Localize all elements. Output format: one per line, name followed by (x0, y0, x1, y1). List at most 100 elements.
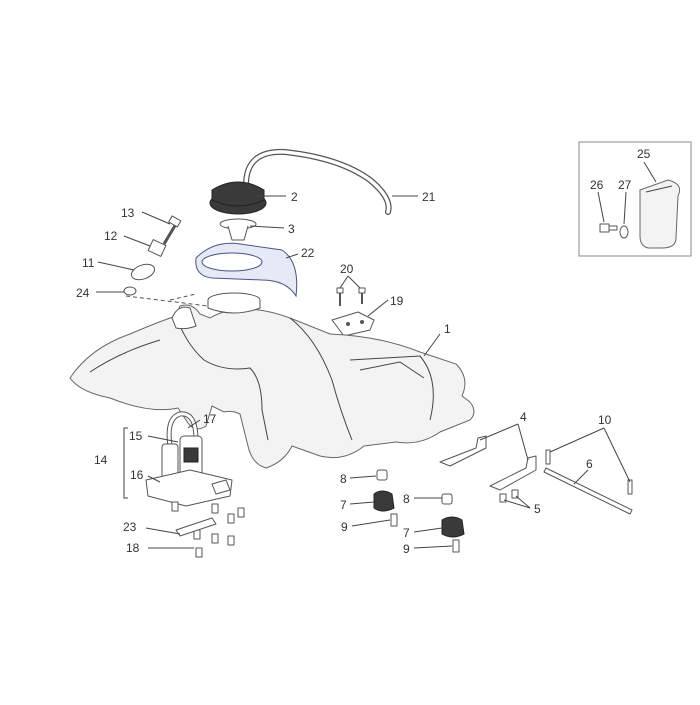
screw-20b-head (358, 287, 366, 294)
leader-4b (517, 423, 529, 461)
part-12-spacer (147, 239, 167, 257)
callout-8a: 8 (340, 472, 347, 486)
leader-8a (349, 475, 377, 479)
part-3-neck (227, 225, 249, 241)
leader-13 (141, 211, 171, 225)
part-10b-clip (627, 479, 633, 495)
tank-contour-2 (289, 317, 353, 441)
part-5b-screw (511, 489, 519, 499)
part-25-guard (639, 179, 681, 249)
part-10a-clip (545, 449, 551, 465)
leader-10a (549, 427, 605, 453)
part-14-fuel-pump-assembly (145, 411, 233, 507)
leader-7b (413, 527, 443, 533)
inset-panel (578, 141, 692, 257)
screw-20a-head (336, 287, 344, 294)
callout-3: 3 (288, 222, 295, 236)
part-9b-screw (452, 539, 460, 553)
leader-17 (187, 419, 201, 429)
part-7b-rubber-mount (441, 516, 465, 538)
mount-set-left (373, 469, 398, 527)
bracket-plate (331, 311, 375, 337)
leader-20a (339, 275, 349, 289)
part-13-bolt-head (168, 215, 182, 228)
part-26-screw-head (599, 223, 610, 233)
leader-15 (147, 435, 179, 443)
leader-20b (347, 275, 361, 289)
callout-7a: 7 (340, 498, 347, 512)
part-1-fuel-tank (69, 292, 475, 469)
fuel-cap-top (211, 181, 265, 207)
callout-4: 4 (520, 410, 527, 424)
part-6-rod (543, 449, 633, 515)
leader-6 (573, 469, 589, 485)
part-8b-nut (441, 493, 453, 505)
part-21-vent-hose-outline (243, 148, 392, 215)
pump-screw-8 (227, 535, 235, 546)
valve-stack (123, 215, 182, 296)
leader-16 (147, 475, 161, 483)
tank-body (69, 304, 475, 469)
leader-9b (413, 545, 453, 549)
callout-labels: 2 3 21 22 13 12 11 24 20 19 1 4 5 10 6 8… (76, 147, 651, 556)
filler-cover-opening (201, 252, 263, 272)
part-24-washer (123, 286, 137, 296)
pump-screw-1 (171, 501, 179, 512)
leader-3 (249, 225, 285, 229)
part-27-washer (619, 225, 629, 239)
callout-16: 16 (130, 468, 144, 482)
pump-cylinder-band (183, 447, 199, 463)
callout-10: 10 (598, 413, 612, 427)
part-25-edge (645, 185, 673, 193)
leader-7a (349, 501, 375, 505)
part-16-pump-flange (145, 469, 233, 507)
pump-screw-4 (237, 507, 245, 518)
tank-mount-tab (171, 306, 197, 330)
tank-filler-neck-rim (207, 300, 261, 314)
callout-9a: 9 (341, 520, 348, 534)
callout-25: 25 (637, 147, 651, 161)
part-8a-nut (376, 469, 388, 481)
pump-screw-2 (211, 503, 219, 514)
pump-screws (171, 501, 245, 558)
callout-26: 26 (590, 178, 604, 192)
callout-19: 19 (390, 294, 404, 308)
leader-5a (503, 499, 531, 509)
part-2-fuel-cap (209, 181, 267, 215)
pump-connector (211, 479, 231, 495)
callout-9b: 9 (403, 542, 410, 556)
callout-23: 23 (123, 520, 137, 534)
callout-11: 11 (82, 256, 95, 270)
tank-contour-1 (175, 315, 269, 441)
callout-6: 6 (586, 457, 593, 471)
callout-7b: 7 (403, 526, 410, 540)
rod-body (543, 467, 633, 515)
callout-20: 20 (340, 262, 354, 276)
part-26-screw-shank (608, 225, 618, 231)
leader-1 (423, 333, 441, 357)
part-20-screws (336, 287, 366, 306)
part-17-pump-hose (167, 412, 198, 447)
callout-18: 18 (126, 541, 140, 555)
part-4-brackets (439, 435, 537, 503)
callout-13: 13 (121, 206, 135, 220)
tank-contour-5 (89, 339, 161, 373)
pump-screw-6 (211, 533, 219, 544)
callout-8b: 8 (403, 492, 410, 506)
part-22-filler-cover (195, 242, 298, 298)
leader-4a (479, 423, 519, 441)
callout-5: 5 (534, 502, 541, 516)
part-5a-screw (499, 493, 507, 503)
leader-25 (643, 161, 657, 183)
leader-lines (96, 161, 657, 549)
callout-2: 2 (291, 190, 298, 204)
leader-11 (97, 261, 135, 271)
leader-10b (603, 427, 631, 483)
leader-5b (515, 495, 531, 509)
part-21-vent-hose (244, 150, 391, 214)
pump-screw-3 (227, 513, 235, 524)
part-7a-rubber-mount (373, 490, 395, 512)
callout-12: 12 (104, 229, 118, 243)
